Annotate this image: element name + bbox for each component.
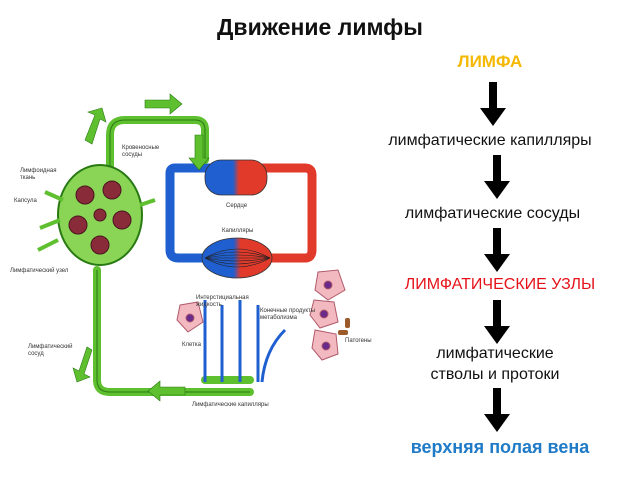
label-heart: Сердце xyxy=(226,203,248,209)
label-metabolism-products: Конечные продукты метаболизма xyxy=(260,308,316,321)
blood-loop xyxy=(165,159,317,279)
flow-step-lymph-capillaries: лимфатические капилляры xyxy=(388,132,592,149)
tissue-cells xyxy=(176,269,346,361)
pathogens-shape xyxy=(338,318,350,335)
flow-step-trunks-line1: лимфатические xyxy=(436,345,554,362)
label-pathogens: Патогены xyxy=(345,338,372,344)
flow-step-vena-cava: верхняя полая вена xyxy=(410,437,590,457)
label-capillaries: Капилляры xyxy=(222,228,254,234)
label-blood-vessels: Кровеносные сосуды xyxy=(122,145,160,158)
lymph-capillaries xyxy=(203,300,287,383)
flow-step-trunks-line2: стволы и протоки xyxy=(430,366,560,383)
flow-step-lymph-vessels: лимфатические сосуды xyxy=(404,205,581,222)
flow-direction-arrows xyxy=(72,93,210,402)
label-cell: Клетка xyxy=(182,342,201,348)
down-arrow-icon xyxy=(480,82,506,126)
label-lymph-node: Лимфатический узел xyxy=(10,268,69,274)
lymph-system-illustration xyxy=(37,93,350,402)
flow-step-lymph: ЛИМФА xyxy=(457,52,523,71)
flow-step-lymph-nodes: ЛИМФАТИЧЕСКИЕ УЗЛЫ xyxy=(404,276,596,293)
label-lymph-vessel: Лимфатический сосуд xyxy=(28,344,73,357)
label-lymphoid-tissue: Лимфоидная ткань xyxy=(20,168,57,181)
down-arrow-icon xyxy=(484,228,510,272)
page-title: Движение лимфы xyxy=(217,14,423,40)
down-arrow-icon xyxy=(484,388,510,432)
label-lymph-capillary: Лимфатические капилляры xyxy=(192,402,269,408)
heart-shape xyxy=(204,159,268,196)
label-capsule: Капсула xyxy=(14,198,37,204)
label-interstitial-fluid: Интерстициальная жидкость xyxy=(196,295,249,308)
down-arrow-icon xyxy=(484,300,510,344)
lymph-node xyxy=(37,164,156,266)
down-arrow-icon xyxy=(484,155,510,199)
